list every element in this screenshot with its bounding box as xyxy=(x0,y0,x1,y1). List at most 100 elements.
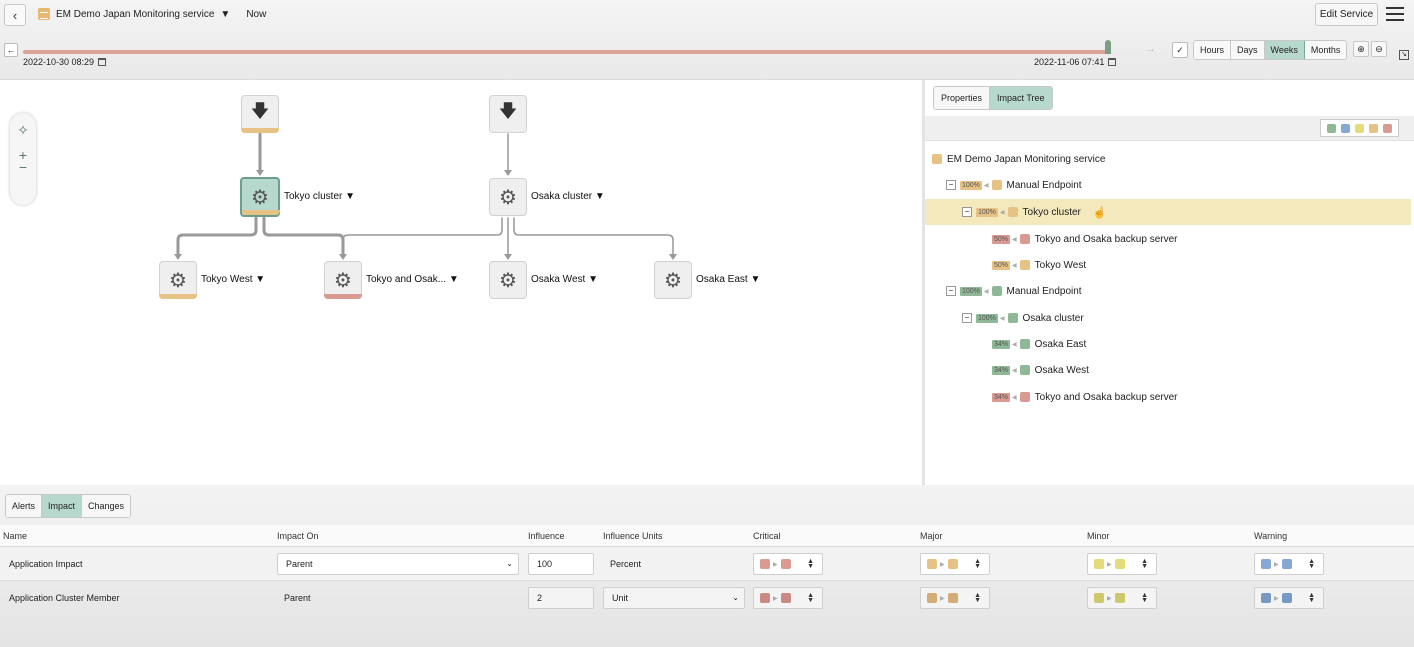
tree-item[interactable]: − 100% ◀ Osaka cluster xyxy=(925,305,1411,331)
column-header-influence-units[interactable]: Influence Units xyxy=(603,531,663,541)
impact-on-select[interactable]: Parent⌄ xyxy=(277,553,519,575)
node-label-tokyo-cluster[interactable]: Tokyo cluster ▼ xyxy=(284,191,356,202)
zoom-in-icon[interactable]: ⊕ xyxy=(1353,41,1369,57)
service-selector[interactable]: EM Demo Japan Monitoring service ▼ Now xyxy=(38,8,266,20)
severity-swatch-yellow xyxy=(1355,123,1364,133)
status-square xyxy=(1019,339,1030,349)
hamburger-menu-icon[interactable] xyxy=(1386,7,1404,21)
tree-item[interactable]: 50% ◀ Tokyo and Osaka backup server xyxy=(992,233,1178,245)
spinner-icon: ▲▼ xyxy=(807,558,814,570)
arrow-left-icon: ◀ xyxy=(983,182,989,189)
critical-severity-picker[interactable]: ▶▲▼ xyxy=(753,553,823,575)
chevron-left-icon: ‹ xyxy=(12,7,18,23)
collapse-toggle[interactable]: − xyxy=(946,286,956,296)
minor-severity-picker[interactable]: ▶▲▼ xyxy=(1087,553,1157,575)
calendar-icon[interactable] xyxy=(1108,58,1117,66)
tab-impact-tree[interactable]: Impact Tree xyxy=(990,87,1052,109)
now-label[interactable]: Now xyxy=(246,8,267,20)
column-header-warning[interactable]: Warning xyxy=(1254,531,1288,541)
calendar-icon[interactable] xyxy=(98,58,107,66)
arrow-down-icon: 🡇 xyxy=(250,101,270,121)
influence-input[interactable]: 2 xyxy=(528,587,594,609)
tree-item[interactable]: − 100% ◀ Manual Endpoint xyxy=(925,278,1411,304)
spinner-icon: ▲▼ xyxy=(807,592,814,604)
check-icon[interactable]: ✓ xyxy=(1172,42,1188,58)
column-header-impact-on[interactable]: Impact On xyxy=(277,531,319,541)
influence-units-text: Percent xyxy=(610,559,642,569)
caret-down-icon: ▼ xyxy=(255,274,266,285)
gear-icon: ⚙ xyxy=(499,186,517,209)
tree-item[interactable]: − 100% ◀ Manual Endpoint xyxy=(925,172,1411,198)
graph-zoom-out-icon[interactable]: − xyxy=(18,159,28,175)
panel-toolbar xyxy=(925,116,1414,141)
collapse-toggle[interactable]: − xyxy=(962,313,972,323)
tab-impact[interactable]: Impact xyxy=(42,495,83,517)
node-tokyo-west[interactable]: ⚙ xyxy=(159,261,197,299)
node-osaka-cluster[interactable]: ⚙ xyxy=(489,178,527,216)
severity-filter[interactable] xyxy=(1320,119,1399,137)
pan-icon[interactable]: ✧ xyxy=(17,122,29,138)
timeline-forward-button[interactable]: → xyxy=(1145,43,1156,55)
tab-alerts[interactable]: Alerts xyxy=(6,495,43,517)
collapse-toggle[interactable]: − xyxy=(962,207,972,217)
node-label-osaka-west[interactable]: Osaka West ▼ xyxy=(531,274,598,285)
column-header-influence[interactable]: Influence xyxy=(528,531,565,541)
chevron-down-icon: ⌄ xyxy=(732,593,739,602)
range-days[interactable]: Days xyxy=(1231,41,1265,59)
caret-down-icon[interactable]: ▼ xyxy=(220,8,231,20)
timeline-handle[interactable] xyxy=(1105,40,1111,54)
node-label-osaka-cluster[interactable]: Osaka cluster ▼ xyxy=(531,191,605,202)
endpoint-node-osaka[interactable]: 🡇 xyxy=(489,95,527,133)
major-severity-picker[interactable]: ▶▲▼ xyxy=(920,553,990,575)
tree-item[interactable]: 34% ◀ Osaka East xyxy=(992,338,1087,350)
caret-down-icon: ▼ xyxy=(588,274,598,285)
node-label-tokyo-osaka-backup[interactable]: Tokyo and Osak... ▼ xyxy=(366,274,459,285)
tree-item[interactable]: − 100% ◀ Tokyo cluster ☝ xyxy=(925,199,1411,225)
zoom-out-icon[interactable]: ⊖ xyxy=(1371,41,1387,57)
column-header-critical[interactable]: Critical xyxy=(753,531,781,541)
critical-severity-picker[interactable]: ▶▲▼ xyxy=(753,587,823,609)
tree-item[interactable]: 34% ◀ Tokyo and Osaka backup server xyxy=(992,391,1178,403)
node-label-tokyo-west[interactable]: Tokyo West ▼ xyxy=(201,274,266,285)
node-tokyo-osaka-backup[interactable]: ⚙ xyxy=(324,261,362,299)
collapse-icon[interactable]: ↘ xyxy=(1399,50,1409,60)
node-label-osaka-east[interactable]: Osaka East ▼ xyxy=(696,274,761,285)
endpoint-node-tokyo[interactable]: 🡇 xyxy=(241,95,279,133)
node-osaka-east[interactable]: ⚙ xyxy=(654,261,692,299)
spinner-icon: ▲▼ xyxy=(1141,558,1148,570)
status-square xyxy=(1019,260,1030,270)
timeline-end-date: 2022-11-06 07:41 xyxy=(1034,57,1105,67)
timeline-back-button[interactable]: ← xyxy=(4,43,18,57)
timeline-start[interactable]: 2022-10-30 08:29 xyxy=(23,57,107,67)
range-hours[interactable]: Hours xyxy=(1194,41,1232,59)
column-header-major[interactable]: Major xyxy=(920,531,943,541)
major-severity-picker[interactable]: ▶▲▼ xyxy=(920,587,990,609)
gear-icon: ⚙ xyxy=(664,269,682,292)
warning-severity-picker[interactable]: ▶▲▼ xyxy=(1254,587,1324,609)
column-header-name[interactable]: Name xyxy=(3,531,28,541)
graph-zoom-in-icon[interactable]: + xyxy=(18,147,28,163)
tab-properties[interactable]: Properties xyxy=(934,87,991,109)
tree-item[interactable]: 50% ◀ Tokyo West xyxy=(992,259,1087,271)
minor-severity-picker[interactable]: ▶▲▼ xyxy=(1087,587,1157,609)
node-tokyo-cluster[interactable]: ⚙ xyxy=(240,177,280,217)
tab-changes[interactable]: Changes xyxy=(82,495,131,517)
warning-severity-picker[interactable]: ▶▲▼ xyxy=(1254,553,1324,575)
range-weeks[interactable]: Weeks xyxy=(1264,41,1305,59)
time-range-selector: Hours Days Weeks Months xyxy=(1193,40,1348,60)
node-osaka-west[interactable]: ⚙ xyxy=(489,261,527,299)
back-button[interactable]: ‹ xyxy=(4,4,26,26)
timeline-track[interactable] xyxy=(23,50,1110,54)
graph-navigation-control: ✧ + − xyxy=(10,113,36,205)
tree-item[interactable]: EM Demo Japan Monitoring service xyxy=(925,146,1411,172)
timeline-end[interactable]: 2022-11-06 07:41 xyxy=(1034,57,1117,67)
collapse-toggle[interactable]: − xyxy=(946,180,956,190)
column-header-minor[interactable]: Minor xyxy=(1087,531,1110,541)
influence-units-select[interactable]: Unit⌄ xyxy=(603,587,745,609)
edit-service-button[interactable]: Edit Service xyxy=(1315,3,1378,26)
tree-item[interactable]: 34% ◀ Osaka West xyxy=(992,364,1089,376)
range-months[interactable]: Months xyxy=(1304,41,1347,59)
panel-splitter[interactable] xyxy=(922,80,925,485)
influence-input[interactable]: 100 xyxy=(528,553,594,575)
spinner-icon: ▲▼ xyxy=(974,558,981,570)
